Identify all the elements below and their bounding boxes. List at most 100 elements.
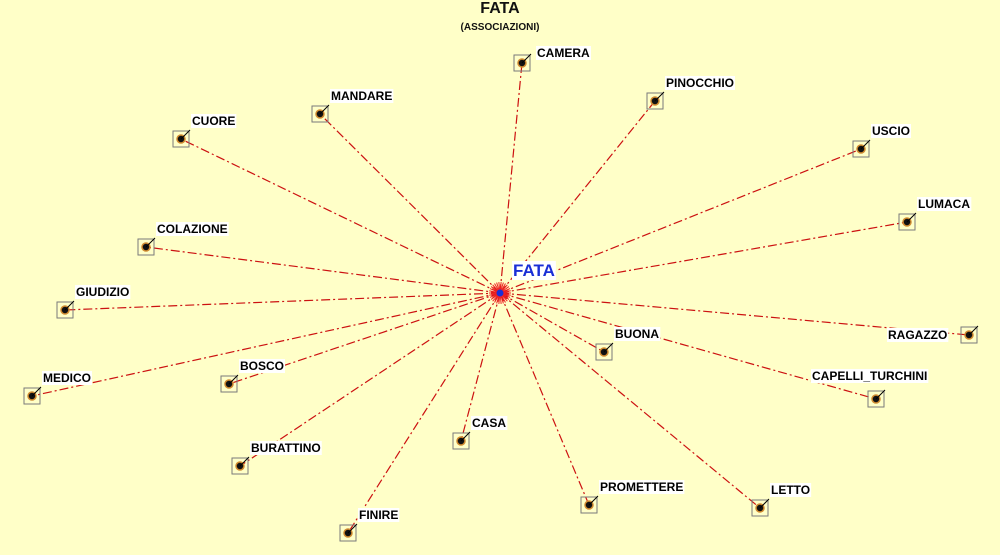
node-box xyxy=(513,54,531,72)
label-background xyxy=(811,369,929,383)
edge-capelli-turchini xyxy=(499,292,877,400)
label-background xyxy=(471,416,508,430)
node-label-capelli-turchini: CAPELLI_TURCHINI xyxy=(812,369,927,383)
node-pointer xyxy=(319,104,330,115)
node-capelli-turchini: CAPELLI_TURCHINI xyxy=(811,369,929,408)
label-background xyxy=(358,508,400,522)
node-label-colazione: COLAZIONE xyxy=(157,222,228,236)
center-node-dot xyxy=(496,289,504,297)
node-box xyxy=(452,432,470,450)
node-ragazzo: RAGAZZO xyxy=(887,325,979,344)
node-finire: FINIRE xyxy=(339,508,400,542)
node-pointer xyxy=(603,342,614,353)
node-pointer xyxy=(64,300,75,311)
node-promettere: PROMETTERE xyxy=(580,480,685,514)
edge-lumaca xyxy=(499,221,908,294)
edge-uscio xyxy=(499,148,862,294)
node-pointer xyxy=(347,523,358,534)
node-label-casa: CASA xyxy=(472,416,506,430)
center-label-background xyxy=(512,261,556,280)
node-box xyxy=(852,140,870,158)
label-background xyxy=(239,359,286,373)
node-pointer xyxy=(460,431,471,442)
node-pointer xyxy=(906,212,917,223)
center-node-group: FATA xyxy=(489,261,556,304)
node-pointer xyxy=(654,91,665,102)
node-box xyxy=(23,387,41,405)
node-box xyxy=(898,213,916,231)
node-casa: CASA xyxy=(452,416,508,450)
node-pointer xyxy=(875,389,886,400)
node-uscio: USCIO xyxy=(852,124,912,158)
label-background xyxy=(917,197,972,211)
edge-finire xyxy=(347,292,501,534)
label-background xyxy=(614,327,661,341)
node-box xyxy=(56,301,74,319)
node-label-camera: CAMERA xyxy=(537,46,590,60)
node-box xyxy=(231,457,249,475)
node-lumaca: LUMACA xyxy=(898,197,972,231)
node-pointer xyxy=(31,386,42,397)
node-label-lumaca: LUMACA xyxy=(918,197,970,211)
edge-mandare xyxy=(319,113,501,294)
node-pointer xyxy=(521,53,532,64)
label-background xyxy=(536,46,591,60)
node-box xyxy=(311,105,329,123)
edge-buona xyxy=(499,292,605,353)
node-bosco: BOSCO xyxy=(220,359,286,393)
diagram-subtitle: (ASSOCIAZIONI) xyxy=(460,22,540,33)
node-medico: MEDICO xyxy=(23,371,92,405)
label-background xyxy=(250,441,322,455)
node-label-burattino: BURATTINO xyxy=(251,441,321,455)
node-buona: BUONA xyxy=(595,327,661,361)
node-pointer xyxy=(968,325,979,336)
node-label-finire: FINIRE xyxy=(359,508,398,522)
diagram-title: FATA xyxy=(480,0,520,17)
node-pointer xyxy=(588,495,599,506)
node-pointer xyxy=(145,237,156,248)
node-label-cuore: CUORE xyxy=(192,114,235,128)
node-pointer xyxy=(228,374,239,385)
node-burattino: BURATTINO xyxy=(231,441,322,475)
edge-cuore xyxy=(180,138,501,294)
node-label-promettere: PROMETTERE xyxy=(600,480,683,494)
edge-colazione xyxy=(145,246,501,294)
node-box xyxy=(580,496,598,514)
node-giudizio: GIUDIZIO xyxy=(56,285,131,319)
node-label-medico: MEDICO xyxy=(43,371,91,385)
node-box xyxy=(137,238,155,256)
edge-camera xyxy=(499,62,523,294)
edge-medico xyxy=(31,292,501,397)
node-label-letto: LETTO xyxy=(771,483,810,497)
label-background xyxy=(770,483,812,497)
edge-burattino xyxy=(239,292,501,467)
node-mandare: MANDARE xyxy=(311,89,394,123)
label-background xyxy=(156,222,229,236)
center-node-label: FATA xyxy=(513,261,555,280)
node-pointer xyxy=(239,456,250,467)
node-label-ragazzo: RAGAZZO xyxy=(888,328,947,342)
node-label-giudizio: GIUDIZIO xyxy=(76,285,129,299)
label-background xyxy=(887,328,949,342)
node-label-mandare: MANDARE xyxy=(331,89,392,103)
node-colazione: COLAZIONE xyxy=(137,222,229,256)
node-pointer xyxy=(180,129,191,140)
edge-promettere xyxy=(499,292,590,506)
label-background xyxy=(871,124,912,138)
edge-casa xyxy=(460,292,501,442)
edge-letto xyxy=(499,292,761,509)
node-box xyxy=(339,524,357,542)
node-box xyxy=(595,343,613,361)
label-background xyxy=(665,76,736,90)
node-pinocchio: PINOCCHIO xyxy=(646,76,736,110)
label-background xyxy=(330,89,394,103)
node-label-bosco: BOSCO xyxy=(240,359,284,373)
node-box xyxy=(751,499,769,517)
label-background xyxy=(75,285,131,299)
node-camera: CAMERA xyxy=(513,46,591,72)
label-background xyxy=(42,371,92,385)
label-background xyxy=(599,480,685,494)
node-label-pinocchio: PINOCCHIO xyxy=(666,76,734,90)
node-label-buona: BUONA xyxy=(615,327,659,341)
